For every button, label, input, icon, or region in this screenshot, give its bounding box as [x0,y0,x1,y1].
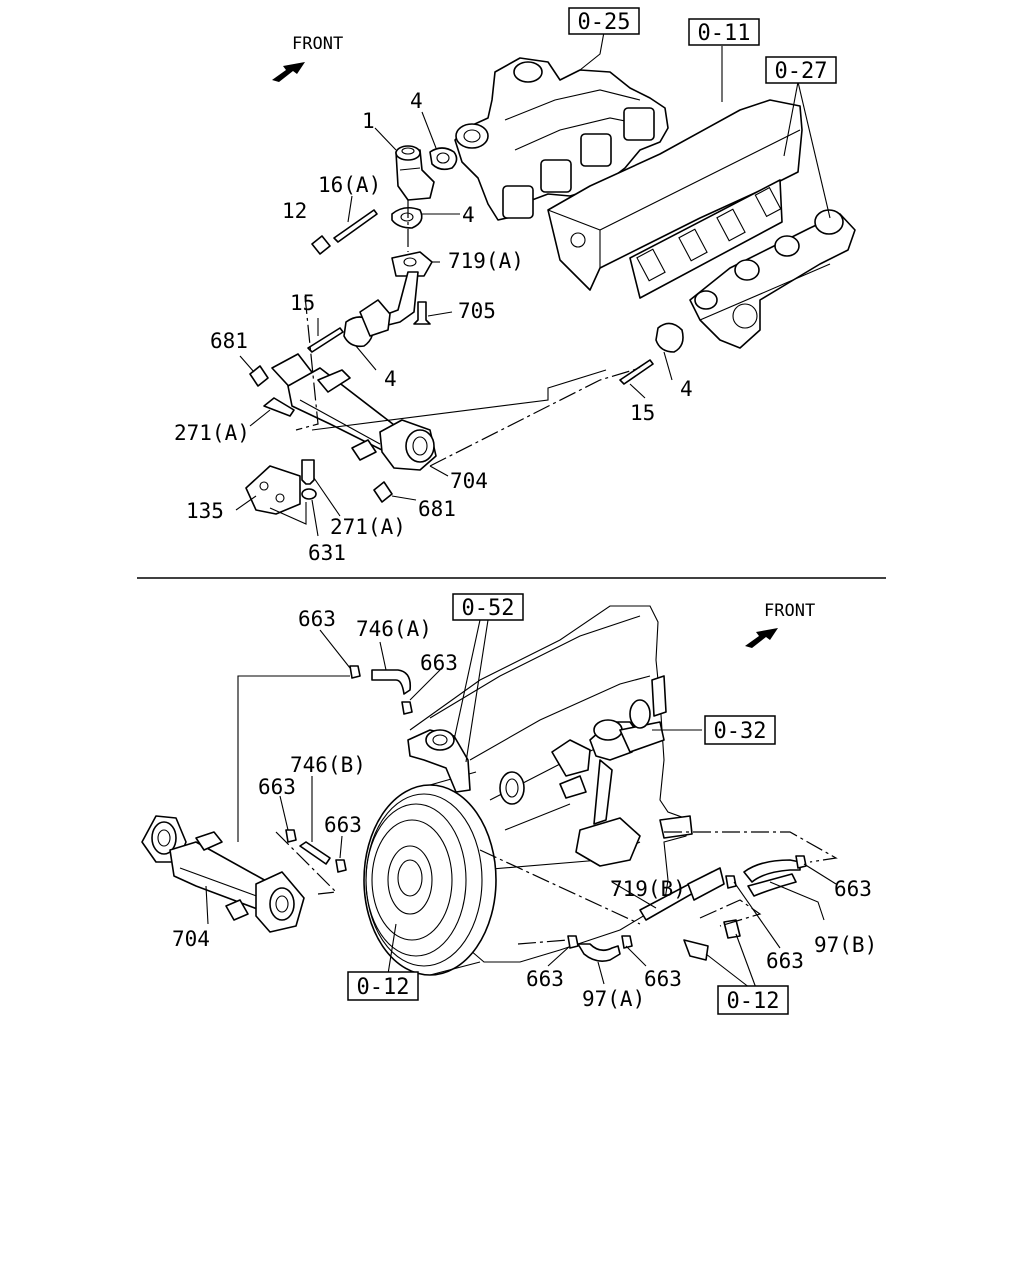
callout-15-right: 15 [630,401,655,425]
callout-681-right: 681 [418,497,456,521]
ref-box-0-11: 0-11 [688,18,760,46]
svg-text:0-12: 0-12 [727,989,780,1014]
callout-719b: 719(B) [610,877,686,901]
hose-746a [371,669,412,695]
callout-663-top-mid: 663 [420,651,458,675]
nut-adapter [723,919,741,939]
bolt-705 [413,301,431,325]
cylinder-head [547,99,803,299]
ref-box-0-12-left: 0-12 [347,971,419,1001]
svg-text:0-52: 0-52 [462,596,515,621]
thermostat-housing [499,675,693,867]
top-front-label: FRONT [292,34,343,54]
callout-663-bottom-left: 663 [526,967,564,991]
callout-663-mid-left: 663 [324,813,362,837]
ref-box-0-25: 0-25 [568,7,640,35]
callout-135: 135 [186,499,224,523]
ref-box-0-52: 0-52 [452,593,524,621]
callout-1: 1 [362,109,375,133]
egr-cooler-704-bottom [141,815,305,933]
stud-15-left [307,327,344,353]
callout-746b: 746(B) [290,753,366,777]
callout-271a-bottom: 271(A) [330,515,406,539]
callout-4-valve: 4 [462,203,475,227]
gasket-upper [429,147,458,171]
gasket-exhaust [655,322,684,353]
callout-663-lower-right: 663 [766,949,804,973]
pipe-bracket [687,867,725,901]
egr-cooler-704-top [271,353,437,471]
bolt-271a-vertical [301,459,315,485]
svg-text:0-32: 0-32 [714,719,767,744]
callout-663-right: 663 [834,877,872,901]
intake-manifold [454,57,669,221]
egr-pipe-719a [359,251,433,337]
nut-681-right [373,481,393,503]
svg-text:0-12: 0-12 [357,975,410,1000]
callout-97b: 97(B) [814,933,877,957]
bottom-front-arrow-icon [745,628,778,648]
ref-box-0-12-right: 0-12 [717,985,789,1015]
bolt-adapter [683,939,709,961]
svg-text:0-25: 0-25 [578,10,631,35]
callout-746a: 746(A) [356,617,432,641]
washer-631 [301,488,317,500]
water-outlet [407,729,471,793]
callout-704-bottom: 704 [172,927,210,951]
svg-text:0-27: 0-27 [775,59,828,84]
callout-4-upper: 4 [410,89,423,113]
nut-12 [311,235,331,255]
bracket-135 [245,465,301,515]
callout-681-left: 681 [210,329,248,353]
ref-box-0-32: 0-32 [704,715,776,745]
egr-valve [395,145,435,201]
flywheel [363,771,497,976]
exhaust-manifold [689,209,856,349]
callout-663-top-left: 663 [298,607,336,631]
hose-upper-right [743,859,801,883]
bottom-view: FRONT [141,593,877,1015]
clips-663 [285,665,807,949]
stud-15-right [619,359,654,385]
callout-271a-left: 271(A) [174,421,250,445]
bottom-front-label: FRONT [764,601,815,621]
callout-705: 705 [458,299,496,323]
callout-4-exhaust: 4 [680,377,693,401]
svg-text:0-11: 0-11 [698,21,751,46]
callout-663-left: 663 [258,775,296,799]
bolt-271a-left [263,397,295,417]
hose-97a [577,943,621,962]
hose-97b [747,873,797,897]
hose-746b [299,841,331,865]
top-front-arrow-icon [272,62,305,82]
callout-97a: 97(A) [582,987,645,1011]
callout-719a: 719(A) [448,249,524,273]
callout-663-bottom-right: 663 [644,967,682,991]
ref-box-0-27: 0-27 [765,56,837,84]
callout-704-top: 704 [450,469,488,493]
callout-4-cooler: 4 [384,367,397,391]
stud-16a [333,209,378,243]
top-view: FRONT [174,7,856,565]
callout-631: 631 [308,541,346,565]
nut-681-left [249,365,269,387]
callout-12: 12 [282,199,307,223]
callout-16a: 16(A) [318,173,381,197]
gasket-valve-lower [391,206,423,229]
callout-15-left: 15 [290,291,315,315]
